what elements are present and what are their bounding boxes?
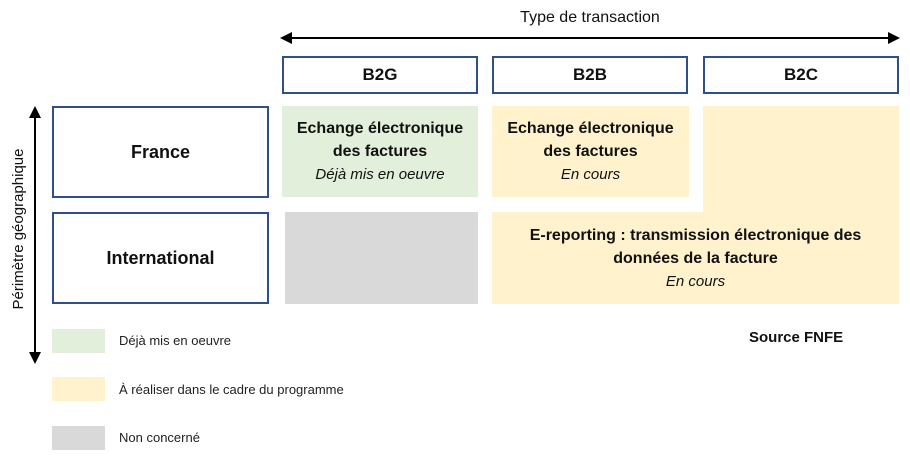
cell-france-b2g: Echange électronique des factures Déjà m… <box>282 106 478 197</box>
legend-label-done: Déjà mis en oeuvre <box>119 333 231 348</box>
column-header-b2g: B2G <box>282 56 478 94</box>
cell-status: Déjà mis en oeuvre <box>315 166 445 183</box>
cell-title-line1: Echange électronique <box>296 120 464 137</box>
row-header-france: France <box>52 106 269 198</box>
vertical-axis-title: Périmètre géographique <box>10 148 27 310</box>
cell-france-b2c <box>703 106 899 216</box>
cell-title-line1: E-reporting : transmission électronique … <box>529 226 862 244</box>
legend: Déjà mis en oeuvre À réaliser dans le ca… <box>52 329 452 454</box>
legend-swatch-to-do <box>52 377 105 401</box>
row-header-international: International <box>52 212 269 304</box>
legend-swatch-done <box>52 329 105 353</box>
vertical-axis-arrow <box>29 106 41 364</box>
horizontal-axis-arrow <box>280 32 900 44</box>
cell-status: En cours <box>560 166 621 183</box>
cell-international-b2g <box>285 212 478 304</box>
cell-status: En cours <box>665 272 726 290</box>
cell-title-line2: des factures <box>332 143 428 160</box>
legend-label-not-concerned: Non concerné <box>119 430 200 445</box>
cell-ereporting: E-reporting : transmission électronique … <box>492 212 899 304</box>
cell-title-line1: Echange électronique <box>507 120 674 137</box>
source-note: Source FNFE <box>749 329 844 346</box>
horizontal-axis-title: Type de transaction <box>520 9 660 26</box>
cell-france-b2b: Echange électronique des factures En cou… <box>492 106 689 197</box>
column-header-b2c: B2C <box>703 56 899 94</box>
cell-title-line2: données de la facture <box>613 249 778 267</box>
cell-title-line2: des factures <box>543 143 638 160</box>
legend-swatch-not-concerned <box>52 426 105 450</box>
column-header-b2b: B2B <box>492 56 688 94</box>
legend-label-to-do: À réaliser dans le cadre du programme <box>119 382 344 397</box>
